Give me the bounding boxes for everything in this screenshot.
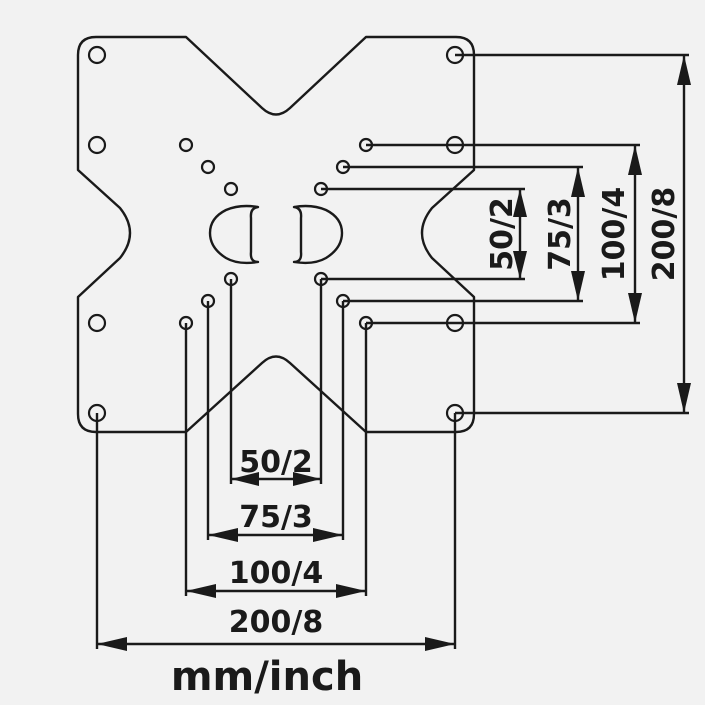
horizontal-dimension-extension-lines <box>95 279 457 649</box>
vertical-dimension-200: 200/8 <box>647 55 691 413</box>
dimension-label: 200/8 <box>647 187 682 281</box>
hole <box>223 181 239 197</box>
hole <box>200 159 216 175</box>
right-handle-cutout <box>292 204 344 265</box>
horizontal-dimension-75: 75/3 <box>208 500 343 542</box>
dimension-label: 75/3 <box>239 500 313 535</box>
vertical-dimension-100: 100/4 <box>597 145 642 323</box>
hole <box>87 45 107 65</box>
hole <box>87 135 107 155</box>
dimension-label: 100/4 <box>229 556 323 591</box>
hole <box>178 137 194 153</box>
horizontal-dimension-50: 50/2 <box>231 445 321 486</box>
left-handle-cutout <box>208 204 260 265</box>
vertical-dimension-75: 75/3 <box>543 167 585 301</box>
horizontal-dimension-200: 200/8 <box>97 605 455 651</box>
dimension-label: 100/4 <box>597 187 632 281</box>
vertical-dimension-extension-lines <box>321 53 689 415</box>
dimension-label: 50/2 <box>239 445 313 480</box>
dimension-label: 75/3 <box>543 197 578 271</box>
dimension-label: 50/2 <box>485 197 520 271</box>
hole <box>87 313 107 333</box>
unit-label: mm/inch <box>171 654 363 700</box>
horizontal-dimension-100: 100/4 <box>186 556 366 598</box>
vertical-dimension-50: 50/2 <box>485 189 527 279</box>
dimension-label: 200/8 <box>229 605 323 640</box>
